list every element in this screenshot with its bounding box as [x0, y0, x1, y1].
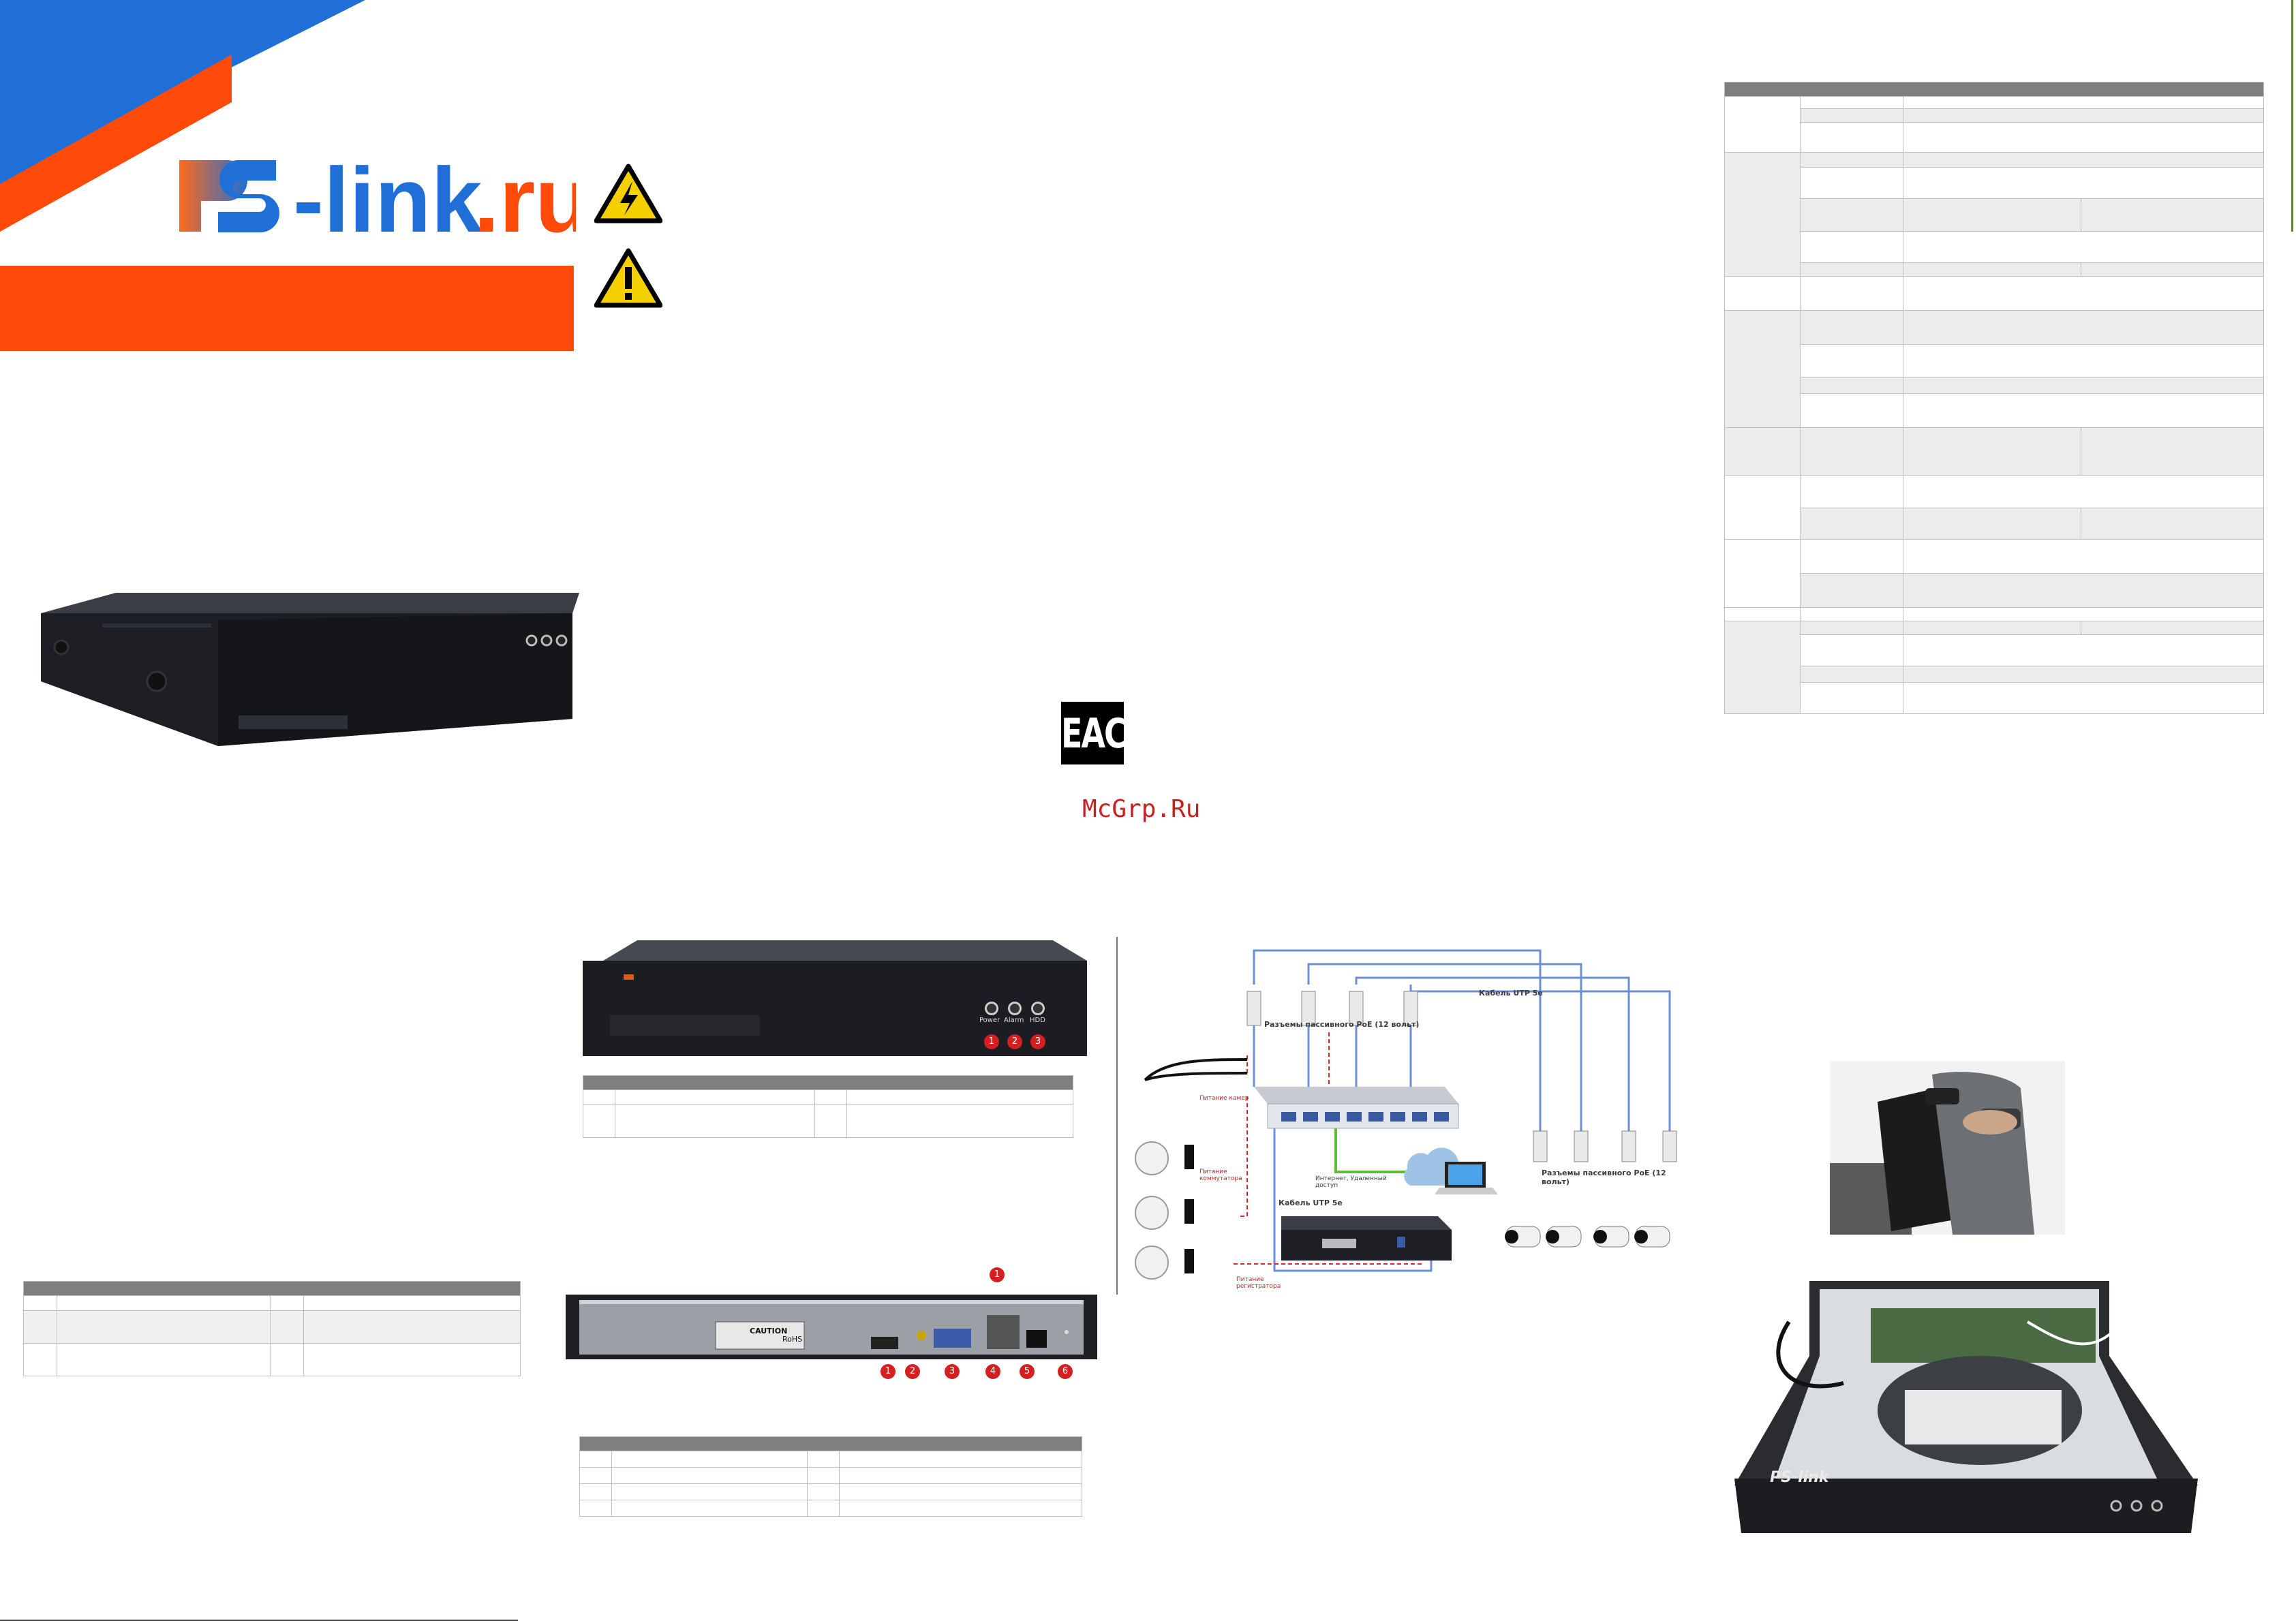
rear-callout-5: 5: [1020, 1364, 1035, 1379]
callout-1: 1: [984, 1034, 999, 1049]
spec-table: [1724, 82, 2264, 714]
svg-text:-link: -link: [293, 149, 483, 249]
poe-top-label: Разъемы пассивного PoE (12 вольт): [1264, 1020, 1420, 1029]
center-divider: [1116, 937, 1118, 1295]
rear-callout-1: 1: [881, 1364, 896, 1379]
caution-label: CAUTION: [750, 1327, 788, 1335]
power-cameras-label: Питание камер: [1199, 1095, 1249, 1102]
hdd-led-label: HDD: [1030, 1017, 1045, 1024]
rohs-mark: RoHS: [782, 1335, 803, 1344]
edge-mark: [2291, 0, 2293, 232]
nvr-product-photo: [34, 586, 579, 749]
rear-panel-table: [579, 1436, 1082, 1517]
svg-text:.ru: .ru: [474, 149, 576, 249]
nvr-open-chassis-photo: PS-link: [1734, 1281, 2198, 1536]
bottom-logo: PS-link: [1770, 1469, 1829, 1486]
brand-logo: -link .ru: [174, 146, 592, 251]
caution-warning-icon: [594, 248, 662, 308]
power-led-icon: [985, 1002, 998, 1015]
ps-link-logo-icon: -link .ru: [179, 149, 592, 251]
front-panel-table: [583, 1075, 1073, 1138]
callout-3: 3: [1030, 1034, 1045, 1049]
power-recorder-label: Питание регистратора: [1236, 1276, 1281, 1290]
left-spec-table: [23, 1281, 521, 1376]
high-voltage-warning-icon: [594, 164, 662, 223]
hdd-led-icon: [1031, 1002, 1045, 1015]
utp-bottom-label: Кабель UTP 5e: [1279, 1199, 1343, 1207]
internet-label: Интернет, Удаленный доступ: [1315, 1175, 1387, 1189]
watermark-text: McGrp.Ru: [1082, 795, 1201, 823]
rear-panel-photo: 1 CAUTION RoHS 1 2 3 4 5 6: [566, 1267, 1097, 1379]
bottom-rule: [0, 1620, 518, 1621]
hdd-install-photo: [1830, 1061, 2065, 1235]
orange-band: [0, 266, 574, 351]
rear-callout-top: 1: [990, 1267, 1005, 1282]
power-switch-label: Питание коммутатора: [1199, 1169, 1242, 1182]
front-panel-photo: Power Alarm HDD 1 2 3: [583, 933, 1087, 1063]
connection-diagram: Кабель UTP 5e Разъемы пассивного PoE (12…: [1124, 944, 1690, 1305]
power-led-label: Power: [979, 1017, 1000, 1024]
callout-2: 2: [1007, 1034, 1022, 1049]
rear-callout-2: 2: [905, 1364, 920, 1379]
rear-callout-6: 6: [1058, 1364, 1073, 1379]
rear-callout-3: 3: [945, 1364, 960, 1379]
utp-top-label: Кабель UTP 5e: [1479, 989, 1543, 998]
alarm-led-label: Alarm: [1004, 1017, 1024, 1024]
rear-callout-4: 4: [985, 1364, 1000, 1379]
poe-right-label: Разъемы пассивного PoE (12 вольт): [1542, 1169, 1666, 1186]
alarm-led-icon: [1008, 1002, 1022, 1015]
eac-mark: EAC: [1061, 702, 1127, 764]
